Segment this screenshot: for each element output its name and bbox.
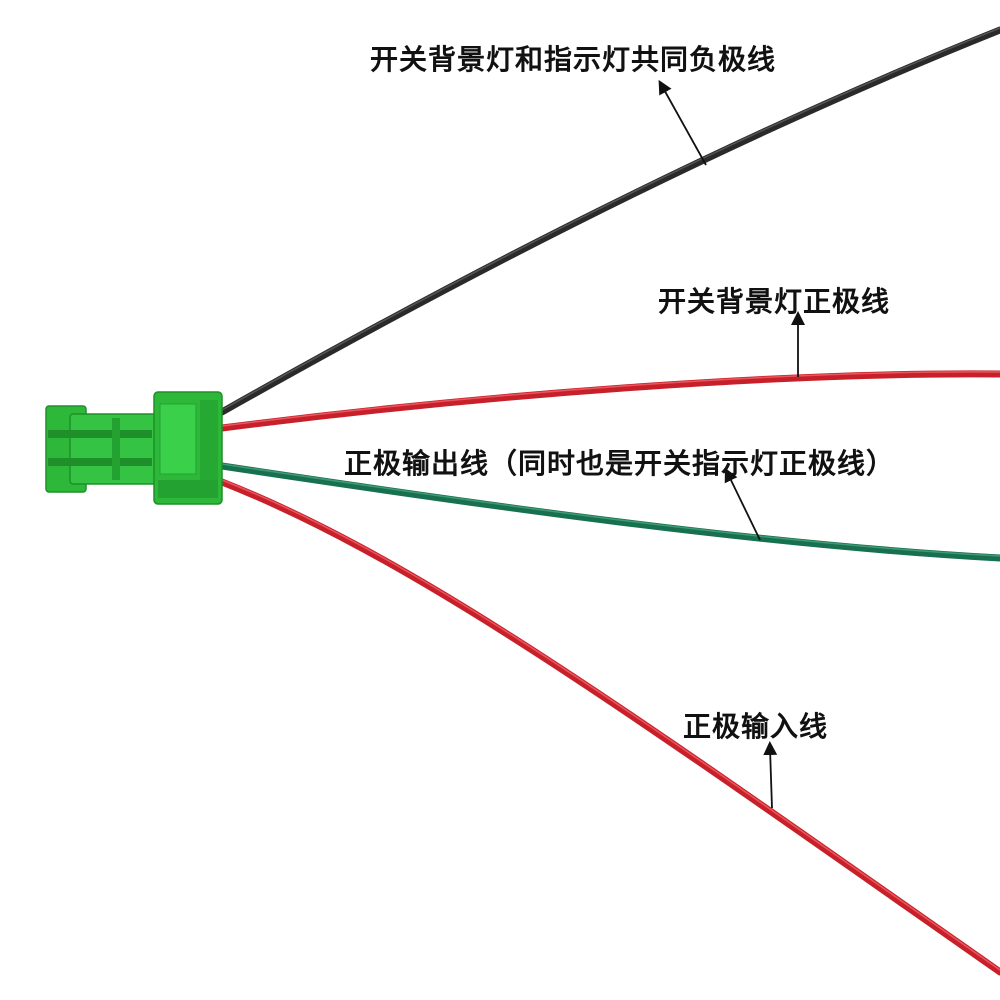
wire-red-input [218, 478, 1000, 976]
wire-red-backlight [218, 370, 1000, 432]
arrow-icon [763, 741, 778, 809]
wire-red-input-highlight [221, 479, 1000, 971]
wire-black-negative [218, 26, 1000, 416]
label-positive-input-wire: 正极输入线 [683, 710, 829, 743]
label-backlight-positive-wire: 开关背景灯正极线 [658, 285, 891, 318]
wire-black-highlight [221, 27, 1000, 411]
arrow-icon [724, 467, 761, 541]
wires [218, 26, 1000, 976]
label-positive-output-wire: 正极输出线（同时也是开关指示灯正极线） [344, 447, 896, 480]
wire-green-output [218, 462, 1000, 562]
wire-green-output-highlight [221, 463, 1000, 557]
callout-arrows [658, 79, 805, 809]
wire-red-backlight-highlight [221, 371, 1000, 427]
label-common-negative-wire: 开关背景灯和指示灯共同负极线 [370, 43, 777, 76]
arrow-icon [658, 79, 707, 166]
connector-housing-icon [45, 391, 223, 505]
